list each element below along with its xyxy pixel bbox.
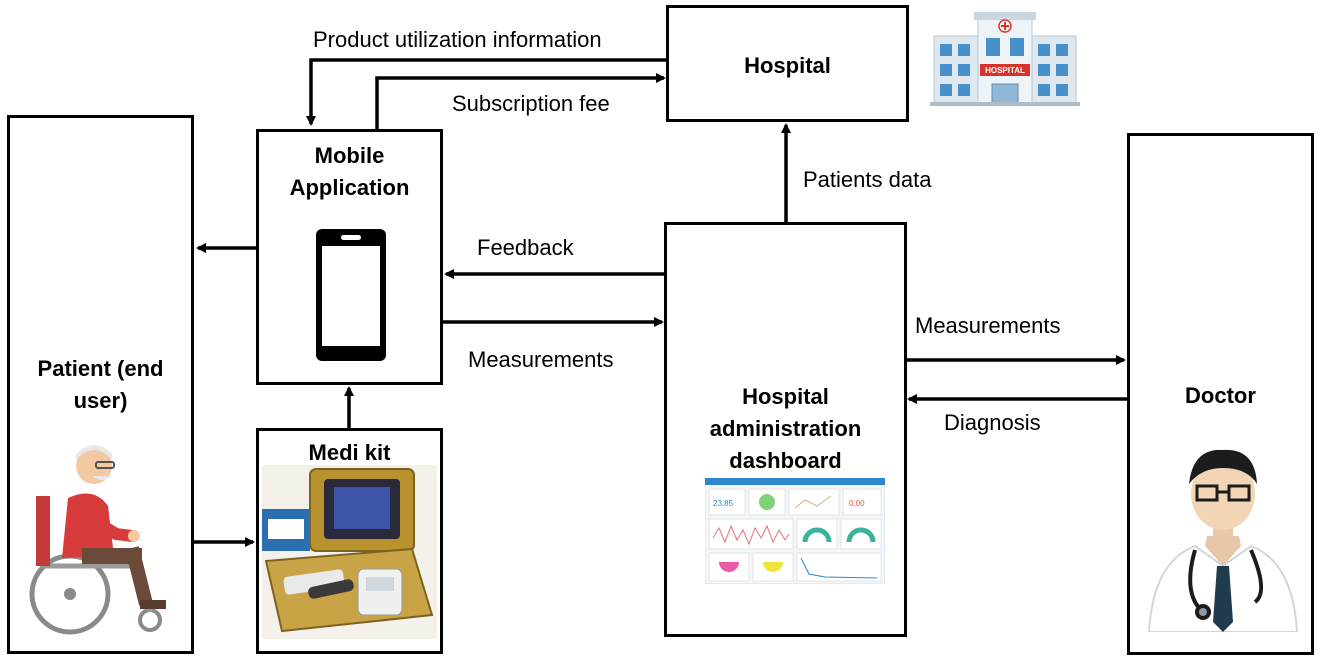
hospital-building-icon: HOSPITAL — [930, 12, 1080, 106]
label-patients-data: Patients data — [803, 167, 932, 192]
medi-kit-title: Medi kit — [308, 440, 391, 465]
label-feedback: Feedback — [477, 235, 574, 260]
arrow-product-utilization — [306, 58, 666, 126]
dashboard-value-1: 23.85 — [713, 499, 734, 508]
label-measurements-doctor: Measurements — [915, 313, 1061, 338]
mobile-app-title: Mobile Application — [289, 143, 410, 200]
label-diagnosis: Diagnosis — [944, 410, 1041, 435]
medi-kit-node: Medi kit — [256, 428, 443, 654]
hospital-node: Hospital — [666, 5, 909, 122]
elderly-wheelchair-user-icon — [29, 445, 166, 635]
dashboard-screenshot: 23.85 0.00 — [705, 478, 885, 584]
label-measurements-app: Measurements — [468, 347, 614, 372]
dashboard-title: Hospital administration dashboard — [709, 384, 862, 473]
patient-node: Patient (end user) — [7, 115, 194, 654]
dashboard-node: Hospital administration dashboard 23.85 … — [664, 222, 907, 637]
doctor-title: Doctor — [1185, 383, 1256, 408]
dashboard-value-2: 0.00 — [849, 499, 865, 508]
doctor-node: Doctor — [1127, 133, 1314, 655]
label-product-utilization: Product utilization information — [313, 27, 602, 52]
medical-kit-photo — [262, 465, 437, 639]
doctor-avatar-icon — [1147, 449, 1299, 632]
hospital-title: Hospital — [744, 53, 831, 78]
label-subscription-fee: Subscription fee — [452, 91, 610, 116]
arrow-subscription-fee — [375, 73, 666, 130]
patient-title: Patient (end user) — [37, 356, 164, 413]
hospital-sign-text: HOSPITAL — [985, 66, 1025, 75]
smartphone-icon — [316, 229, 386, 361]
mobile-app-node: Mobile Application — [256, 129, 443, 385]
